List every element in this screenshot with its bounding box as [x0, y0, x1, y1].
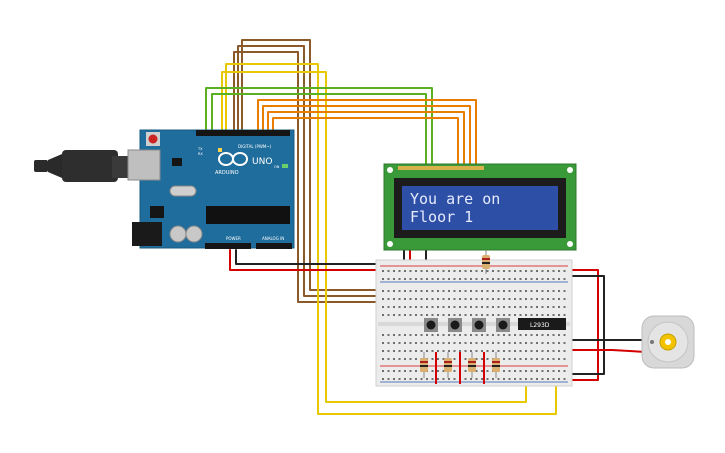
- wire-power-red[interactable]: [229, 249, 377, 271]
- atmega-chip: [206, 206, 290, 224]
- brand-label: ARDUINO: [215, 170, 239, 176]
- analog-label: ANALOG IN: [262, 236, 284, 241]
- wire-brown-2[interactable]: [237, 45, 471, 297]
- power-label: POWER: [226, 236, 241, 241]
- wire-orange-2[interactable]: [262, 105, 471, 167]
- dc-motor[interactable]: [641, 315, 695, 369]
- resistor-4[interactable]: [492, 352, 500, 378]
- wire-rail-red-right[interactable]: [561, 269, 599, 381]
- arduino-uno-board[interactable]: UNO ARDUINO DIGITAL (PWM~) POWER ANALOG …: [127, 129, 295, 249]
- analog-header: [256, 243, 292, 249]
- pulldown-resistors[interactable]: [420, 352, 500, 378]
- arduino-logo: [218, 152, 248, 166]
- dc-jack: [132, 222, 162, 246]
- digital-label: DIGITAL (PWM~): [238, 144, 272, 149]
- wire-green-2[interactable]: [211, 93, 427, 167]
- wire-orange-1[interactable]: [257, 99, 477, 167]
- resistor-2[interactable]: [444, 352, 452, 378]
- push-buttons[interactable]: [424, 318, 510, 332]
- wire-brown-1[interactable]: [241, 39, 433, 291]
- model-label: UNO: [252, 157, 272, 167]
- on-led: [282, 164, 288, 168]
- power-header: [205, 243, 251, 249]
- lcd-screen: [402, 186, 558, 230]
- usb-port: [127, 149, 161, 181]
- push-button-2[interactable]: [448, 318, 462, 332]
- wire-yellow-2[interactable]: [225, 63, 557, 415]
- rx-label: RX: [198, 152, 203, 156]
- wire-rail-black-right[interactable]: [561, 275, 605, 375]
- digital-header: [196, 130, 290, 136]
- lcd-line-2: Floor 1: [410, 208, 473, 226]
- capacitor-1: [169, 225, 187, 243]
- breadboard-jumpers: [435, 352, 485, 384]
- on-label: ON: [274, 165, 280, 169]
- lcd-pin-header: [398, 166, 484, 170]
- ic-label: L293D: [530, 322, 550, 329]
- wire-brown-3[interactable]: [233, 51, 501, 303]
- capacitor-2: [185, 225, 203, 243]
- push-button-3[interactable]: [472, 318, 486, 332]
- resistor-3[interactable]: [468, 352, 476, 378]
- contrast-resistor[interactable]: [482, 250, 490, 274]
- wire-orange-4[interactable]: [272, 117, 459, 167]
- lcd-line-1: You are on: [410, 190, 500, 208]
- tx-label: TX: [197, 147, 203, 151]
- resistor-1[interactable]: [420, 352, 428, 378]
- wire-orange-3[interactable]: [267, 111, 465, 167]
- wire-power-black[interactable]: [235, 249, 377, 265]
- wire-yellow-1[interactable]: [221, 71, 527, 403]
- wire-motor-red[interactable]: [555, 349, 647, 353]
- wire-green-1[interactable]: [205, 87, 433, 167]
- push-button-4[interactable]: [496, 318, 510, 332]
- motor-driver-ic[interactable]: L293D: [518, 318, 566, 330]
- push-button-1[interactable]: [424, 318, 438, 332]
- crystal: [169, 185, 197, 197]
- usb-cable: [34, 150, 140, 182]
- lcd-module[interactable]: You are on Floor 1: [383, 163, 577, 251]
